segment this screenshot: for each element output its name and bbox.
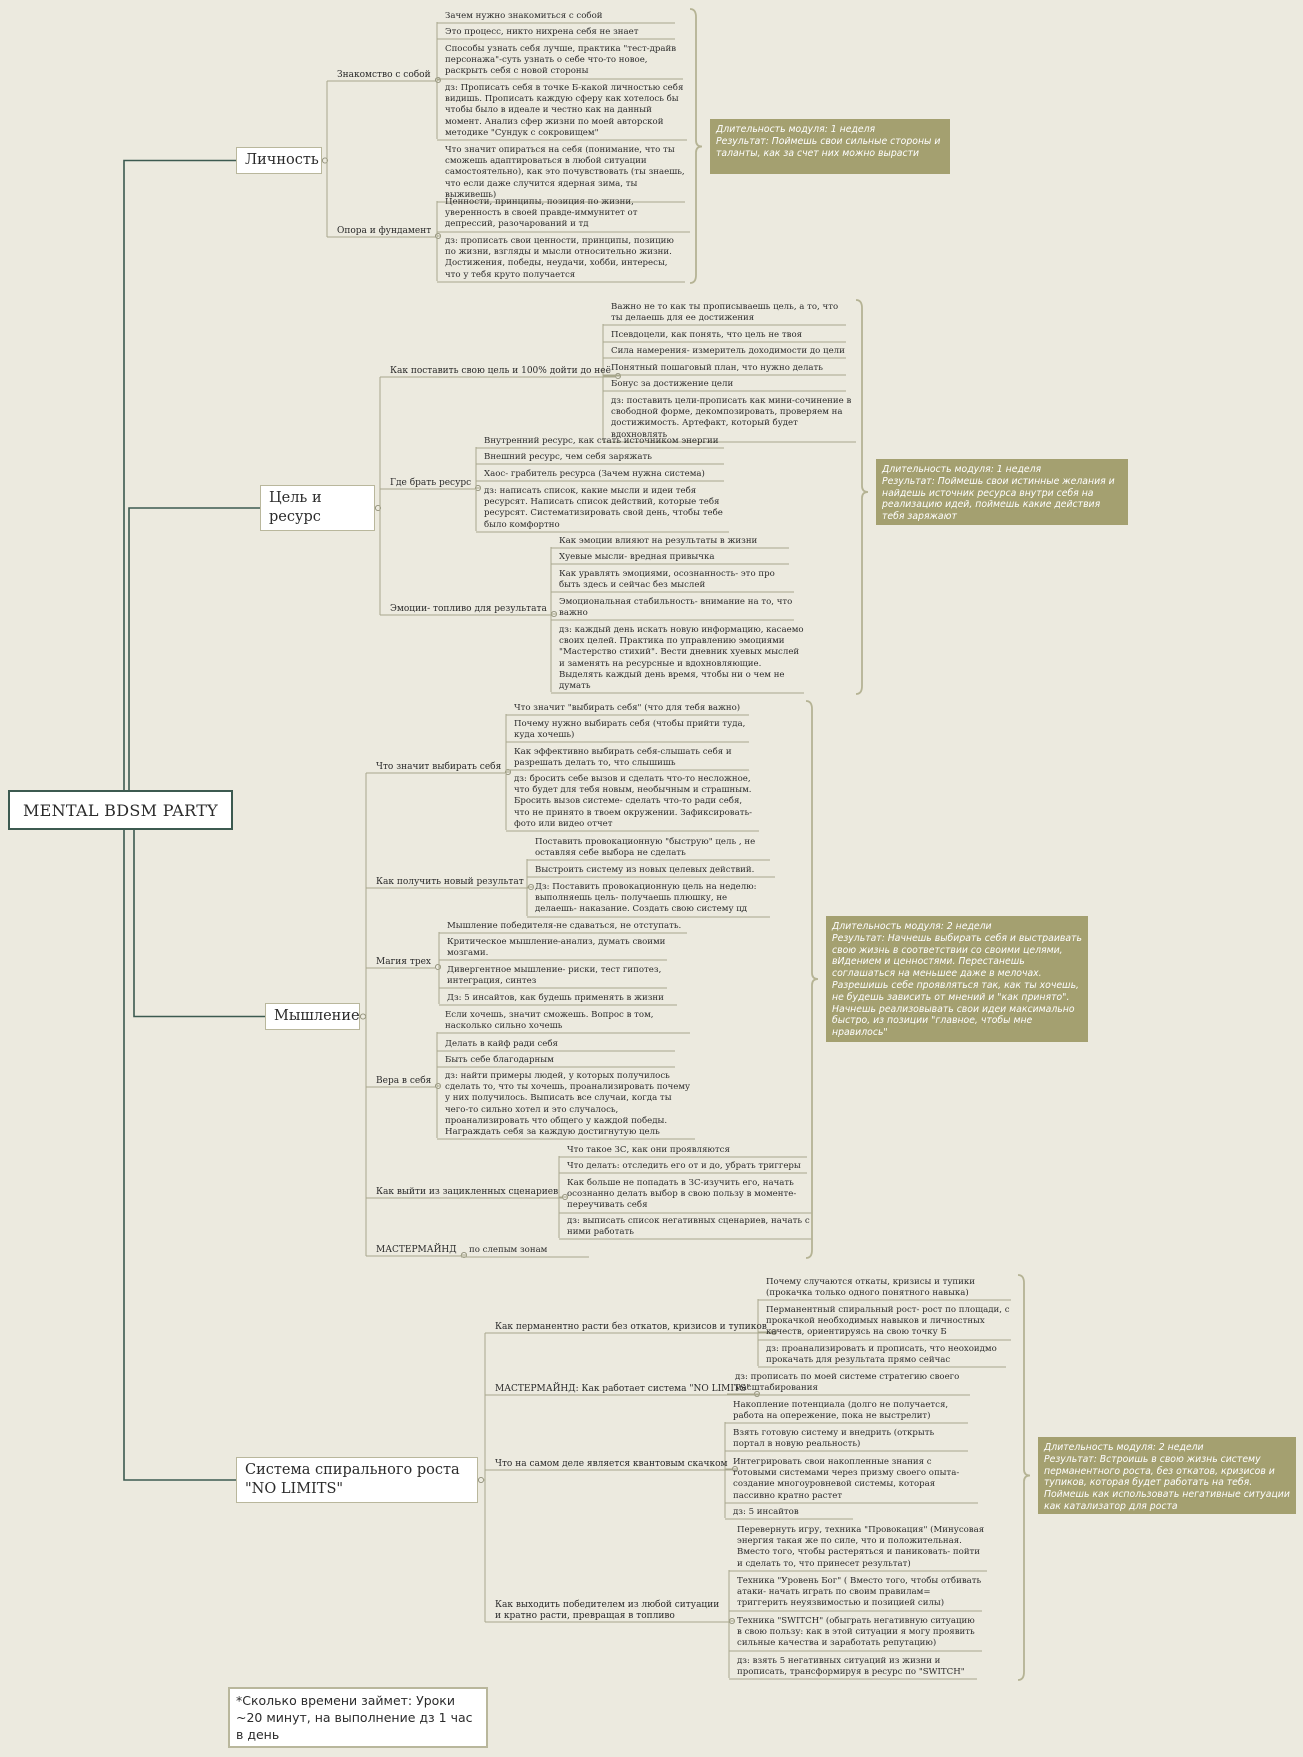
module-3-summary: Длительность модуля: 2 недели Результат:…: [1038, 1437, 1296, 1514]
m2-b4-item-0: Что такое ЗС, как они проявляются: [567, 1145, 730, 1155]
module-2-title[interactable]: Мышление: [265, 1003, 360, 1030]
trunk-connector-1: [128, 507, 260, 790]
trunk-connector-0: [123, 159, 236, 790]
m1-b0-item-4: Бонус за достижение цели: [611, 379, 734, 389]
m1-b0-item-3: Понятный пошаговый план, что нужно делат…: [611, 363, 823, 373]
m1-b1-item-0: Внутренний ресурс, как стать источником …: [484, 436, 719, 446]
module-0-branch-0[interactable]: Знакомство с собой: [337, 70, 431, 80]
module-3-branch-3[interactable]: Как выходить победителем из любой ситуац…: [495, 1600, 720, 1621]
m3-b3-item-2: Техника "SWITCH" (обыграть негативную си…: [737, 1616, 975, 1649]
m3-b2-item-3: дз: 5 инсайтов: [733, 1507, 799, 1517]
m3-b1-item-0: дз: прописать по моей системе стратегию …: [735, 1372, 960, 1394]
module-2-branch-2[interactable]: Магия трех: [376, 957, 431, 967]
module-1-branch-0[interactable]: Как поставить свою цель и 100% дойти до …: [390, 366, 611, 376]
m3-b0-item-0: Почему случаются откаты, кризисы и тупик…: [766, 1277, 975, 1299]
m3-b3-item-1: Техника "Уровень Бог" ( Вместо того, что…: [737, 1576, 982, 1609]
module-1-knob: [374, 504, 382, 512]
m2-b3-item-0: Если хочешь, значит сможешь. Вопрос в то…: [445, 1010, 654, 1032]
m2-b1-item-2: Дз: Поставить провокационную цель на нед…: [535, 882, 757, 915]
m2-b3-item-2: Быть себе благодарным: [445, 1055, 554, 1065]
m0-b0-item-2: Способы узнать себя лучше, практика "тес…: [445, 44, 677, 77]
m0-b1-item-2: дз: прописать свои ценности, принципы, п…: [445, 236, 674, 280]
m0-b0-item-0: Зачем нужно знакомиться с собой: [445, 11, 603, 21]
m2-b4-item-2: Как больше не попадать в ЗС-изучить его,…: [567, 1178, 797, 1211]
module-0-branch-1[interactable]: Опора и фундамент: [337, 226, 432, 236]
module-2-branch-3[interactable]: Вера в себя: [376, 1076, 432, 1086]
module-2-summary: Длительность модуля: 2 недели Результат:…: [826, 916, 1088, 1042]
m2-b4-item-1: Что делать: отследить его от и до, убрат…: [567, 1161, 801, 1171]
module-3-branch-1[interactable]: МАСТЕРМАЙНД: Как работает система "NO LI…: [495, 1384, 751, 1394]
module-0-brace: [689, 8, 703, 284]
m3-b3-item-3: дз: взять 5 негативных ситуаций из жизни…: [737, 1656, 965, 1678]
module-3-branch-0[interactable]: Как перманентно расти без откатов, кризи…: [495, 1322, 767, 1332]
m2-b2-item-3: Дз: 5 инсайтов, как будешь применять в ж…: [447, 993, 664, 1003]
m1-b2-item-3: Эмоциональная стабильность- внимание на …: [559, 597, 793, 619]
module-3-knob: [477, 1476, 485, 1484]
m3-b0-item-2: дз: проанализировать и прописать, что не…: [766, 1344, 997, 1366]
m2-b1-item-0: Поставить провокационную "быструю" цель …: [535, 837, 756, 859]
m2-b0-item-1: Почему нужно выбирать себя (чтобы прийти…: [514, 719, 746, 741]
m2-b5-item-0: по слепым зонам: [469, 1245, 548, 1255]
m0-b1-item-0: Что значит опираться на себя (понимание,…: [445, 145, 685, 200]
module-0-knob: [321, 157, 329, 164]
m3-b3-item-0: Перевернуть игру, техника "Провокация" (…: [737, 1525, 985, 1569]
m2-b2-item-1: Критическое мышление-анализ, думать свои…: [447, 937, 666, 959]
m0-b0-item-3: дз: Прописать себя в точке Б-какой лично…: [445, 83, 684, 138]
module-2-brace: [805, 700, 819, 1259]
m2-b3-item-3: дз: найти примеры людей, у которых получ…: [445, 1071, 691, 1138]
m1-b0-item-2: Сила намерения- измеритель доходимости д…: [611, 346, 845, 356]
m2-b0-item-3: дз: бросить себе вызов и сделать что-то …: [514, 774, 753, 829]
m3-b2-item-0: Накопление потенциала (долго не получает…: [733, 1400, 949, 1422]
module-3-title[interactable]: Система спирального роста "NO LIMITS": [236, 1457, 478, 1503]
m1-b1-item-1: Внешний ресурс, чем себя заряжать: [484, 452, 652, 462]
m1-b2-item-0: Как эмоции влияют на результаты в жизни: [559, 536, 758, 546]
m3-b0-item-1: Перманентный спиральный рост- рост по пл…: [766, 1305, 1010, 1338]
module-2-branch-1[interactable]: Как получить новый результат: [376, 877, 524, 887]
module-0-title[interactable]: Личность: [236, 147, 322, 174]
module-1-branch-2[interactable]: Эмоции- топливо для результата: [390, 604, 547, 614]
module-1-branch-1[interactable]: Где брать ресурс: [390, 478, 472, 488]
m2-b0-item-2: Как эффективно выбирать себя-слышать себ…: [514, 747, 732, 769]
module-2-branch-5[interactable]: МАСТЕРМАЙНД: [376, 1245, 457, 1255]
m2-b3-item-1: Делать в кайф ради себя: [445, 1039, 558, 1049]
module-2-branch-4[interactable]: Как выйти из зацикленных сценариев: [376, 1187, 559, 1197]
m3-b2-item-1: Взять готовую систему и внедрить (открыт…: [733, 1428, 935, 1450]
m1-b2-item-4: дз: каждый день искать новую информацию,…: [559, 625, 804, 692]
m1-b2-item-1: Хуевые мысли- вредная привычка: [559, 552, 715, 562]
m1-b1-item-2: Хаос- грабитель ресурса (Зачем нужна сис…: [484, 469, 705, 479]
trunk-connector-2: [133, 830, 265, 1018]
module-2-branch-0[interactable]: Что значит выбирать себя: [376, 762, 502, 772]
root-node[interactable]: MENTAL BDSM PARTY: [8, 790, 233, 830]
module-3-brace: [1017, 1274, 1031, 1681]
time-note: *Сколько времени займет: Уроки ~20 минут…: [228, 1687, 488, 1748]
m1-b0-item-1: Псевдоцели, как понять, что цель не твоя: [611, 330, 803, 340]
m0-b1-item-1: Ценности, принципы, позиция по жизни, ув…: [445, 197, 638, 230]
m2-b2-item-0: Мышление победителя-не сдаваться, не отс…: [447, 921, 682, 931]
trunk-connector-3: [123, 830, 236, 1481]
m1-b0-item-5: дз: поставить цели-прописать как мини-со…: [611, 396, 852, 440]
module-1-brace: [855, 299, 869, 695]
module-2-knob: [359, 1013, 367, 1020]
m2-b1-item-1: Выстроить систему из новых целевых дейст…: [535, 865, 755, 875]
m1-b1-item-3: дз: написать список, какие мысли и идеи …: [484, 486, 723, 530]
module-1-title[interactable]: Цель и ресурс: [260, 485, 375, 531]
module-3-branch-2[interactable]: Что на самом деле является квантовым ска…: [495, 1459, 728, 1469]
m2-b0-item-0: Что значит "выбирать себя" (что для тебя…: [514, 703, 741, 713]
m2-b4-item-3: дз: выписать список негативных сценариев…: [567, 1216, 810, 1238]
module-0-summary: Длительность модуля: 1 неделя Результат:…: [710, 119, 950, 174]
m3-b2-item-2: Интегрировать свои накопленные знания с …: [733, 1457, 960, 1501]
module-1-summary: Длительность модуля: 1 неделя Результат:…: [876, 459, 1128, 525]
m2-b2-item-2: Дивергентное мышление- риски, тест гипот…: [447, 965, 662, 987]
m1-b2-item-2: Как уравлять эмоциями, осознанность- это…: [559, 569, 775, 591]
m0-b0-item-1: Это процесс, никто нихрена себя не знает: [445, 27, 639, 37]
m1-b0-item-0: Важно не то как ты прописываешь цель, а …: [611, 302, 839, 324]
